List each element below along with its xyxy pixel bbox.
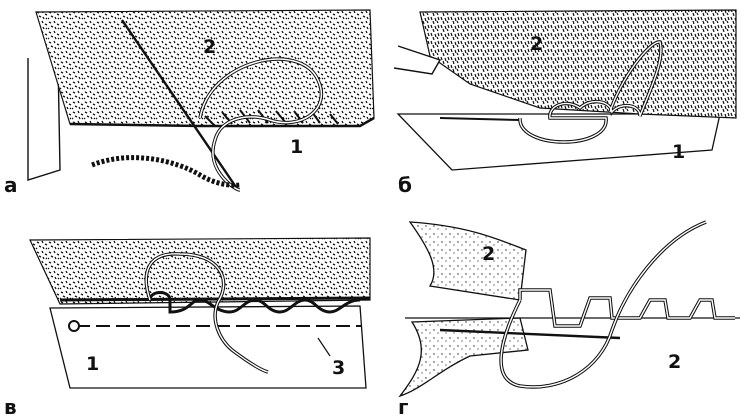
panel-v-fur-edge [60, 298, 370, 300]
panel-v-lining [50, 306, 366, 388]
panel-v-thread-end [69, 321, 79, 331]
panel-b: 2 1 б [394, 10, 736, 197]
panel-g-label-2-lower: 2 [668, 351, 681, 373]
panel-v-fur-fabric [30, 238, 370, 304]
panel-v: 1 3 в [4, 238, 370, 417]
panel-b-fur-fabric [420, 10, 736, 118]
panel-a-letter: а [4, 173, 18, 197]
panel-a-fur-fabric [36, 10, 374, 126]
panel-g: 2 2 г [398, 222, 740, 417]
panel-g-upper-fabric [410, 222, 526, 300]
panel-a: 2 1 а [4, 10, 374, 197]
panel-g-letter: г [398, 395, 408, 417]
panel-a-label-2: 2 [203, 36, 216, 58]
panel-b-label-2: 2 [530, 33, 543, 55]
panel-b-letter: б [398, 173, 412, 197]
panel-v-label-1: 1 [86, 353, 99, 375]
panel-g-label-2-upper: 2 [482, 243, 495, 265]
panel-v-letter: в [4, 395, 17, 417]
panel-v-label-3: 3 [332, 357, 345, 379]
panel-b-label-1: 1 [672, 141, 685, 163]
panel-a-label-1: 1 [290, 136, 303, 158]
